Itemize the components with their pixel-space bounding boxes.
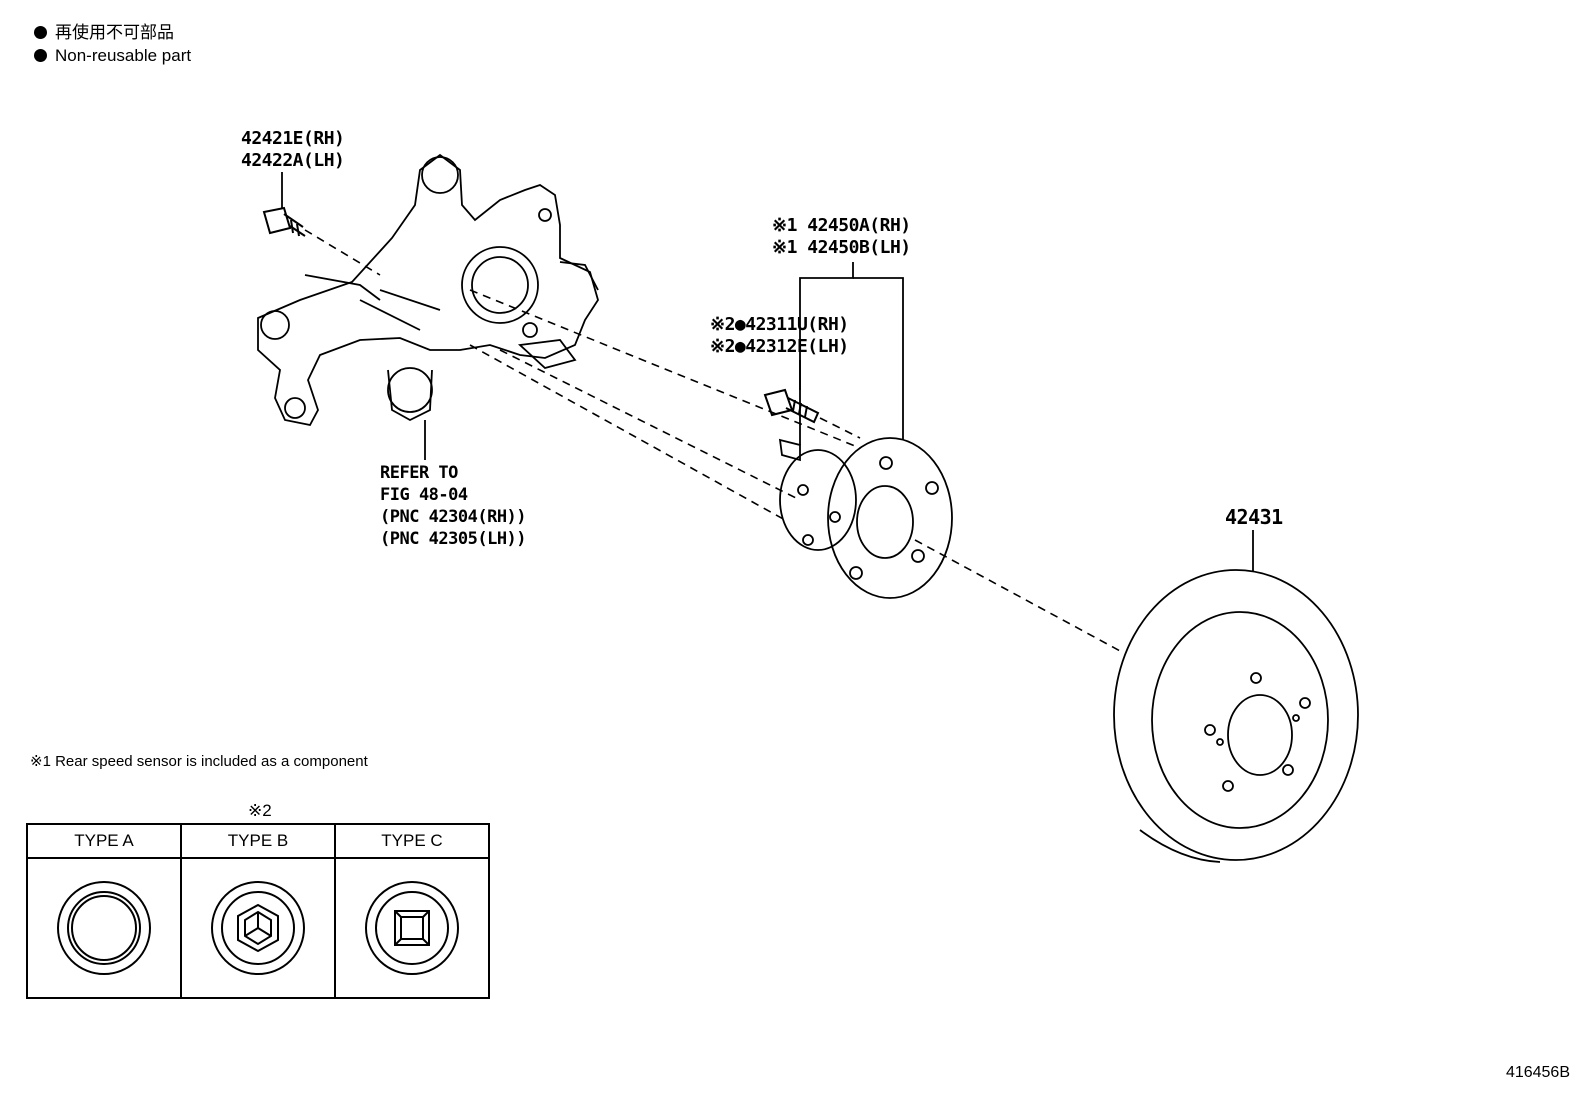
sensor-note: ※1 Rear speed sensor is included as a co…	[30, 753, 368, 770]
assembly-dash-lines	[304, 229, 1123, 653]
hex-socket-bolt-head-icon	[211, 881, 305, 975]
hub-bolt-part	[763, 388, 820, 424]
type-table-mark: ※2	[248, 801, 272, 820]
non-reusable-dot-icon	[34, 26, 47, 39]
square-socket-bolt-head-icon	[365, 881, 459, 975]
brake-disc-part	[1113, 569, 1359, 863]
type-c-column: TYPE C	[336, 825, 488, 997]
knuckle-bolt-part	[262, 206, 306, 237]
hub-bolt-label: ※2●42311U(RH) ※2●42312E(LH)	[710, 314, 849, 357]
refer-figure-label: REFER TO FIG 48-04 (PNC 42304(RH)) (PNC …	[380, 463, 527, 549]
type-a-header: TYPE A	[28, 825, 180, 859]
type-b-header: TYPE B	[182, 825, 334, 859]
rear-axle-carrier-part	[257, 153, 599, 460]
plain-bolt-head-icon	[57, 881, 151, 975]
type-c-header: TYPE C	[336, 825, 488, 859]
type-a-column: TYPE A	[28, 825, 182, 997]
illustration-code: 416456B	[1505, 1064, 1570, 1081]
non-reusable-dot-icon	[34, 49, 47, 62]
legend-non-reusable-en: Non-reusable part	[34, 46, 191, 66]
leader-lines	[281, 172, 1254, 572]
hub-bearing-assembly-part	[778, 437, 953, 599]
knuckle-bolt-label: 42421E(RH) 42422A(LH)	[241, 128, 345, 171]
hub-assembly-label: ※1 42450A(RH) ※1 42450B(LH)	[772, 215, 911, 258]
brake-disc-label: 42431	[1225, 505, 1283, 529]
type-b-column: TYPE B	[182, 825, 336, 997]
bolt-type-table: TYPE A TYPE B TYPE C	[26, 823, 490, 999]
legend-non-reusable-jp: 再使用不可部品	[34, 23, 174, 43]
